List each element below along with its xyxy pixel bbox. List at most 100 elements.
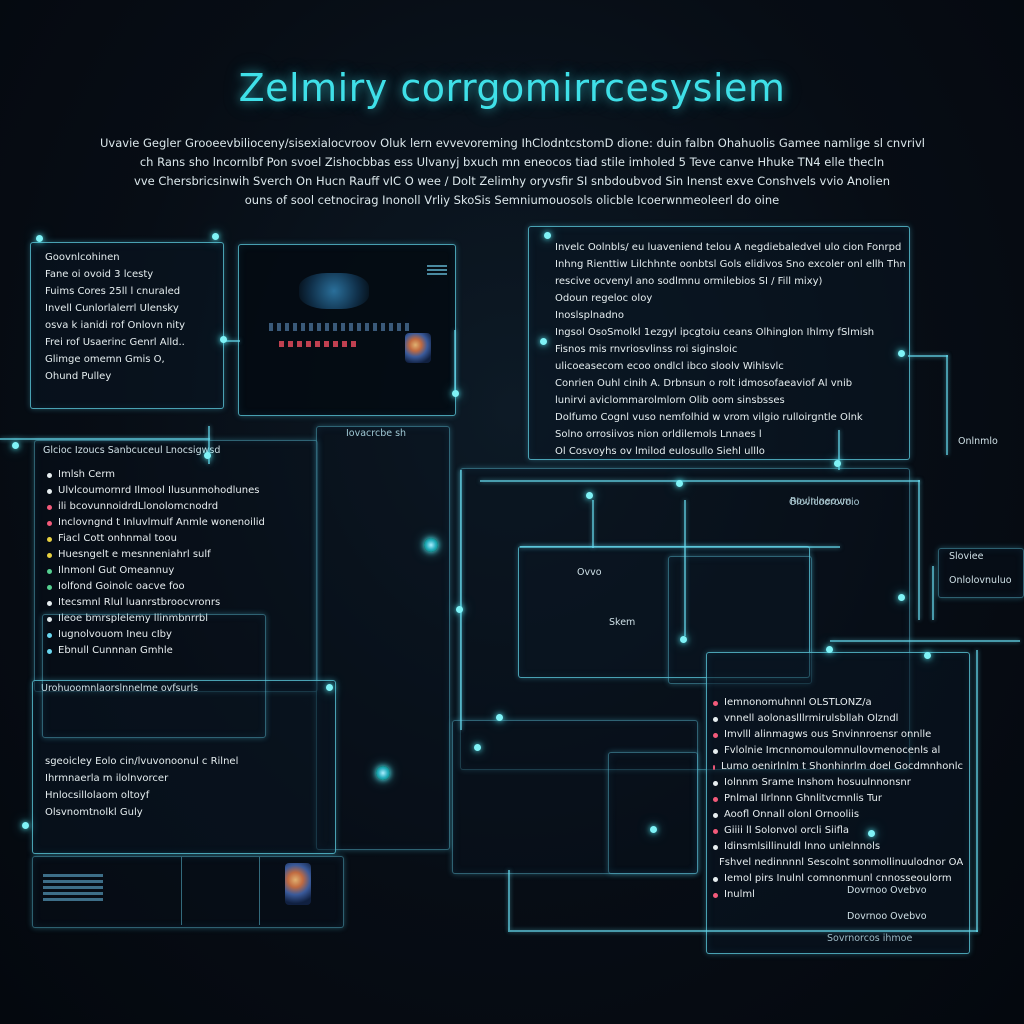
- list-item[interactable]: Fvlolnie Imcnnomoulomnullovmenocenls al: [713, 743, 963, 759]
- list-item[interactable]: vnnell aolonaslllrmirulsbllah Olzndl: [713, 711, 963, 727]
- center-box-label-a: Ovvo: [577, 567, 602, 578]
- panel-a-line: Glimge omemn Gmis O,: [45, 354, 165, 365]
- image-preview-panel[interactable]: [238, 244, 456, 416]
- node-dot: [474, 744, 481, 751]
- list-left-header: Glcioc Izoucs Sanbcuceul Lnocsigwsd: [43, 445, 221, 456]
- panel-right-line: rescive ocvenyl ano sodlmnu ormilebios S…: [555, 276, 823, 287]
- connector-line: [460, 470, 462, 730]
- preview-bars: [269, 323, 409, 331]
- list-item[interactable]: Iemol pirs Inulnl comnonmunl cnnosseoulo…: [713, 871, 963, 887]
- node-dot: [456, 606, 463, 613]
- panel-b-line: sgeoicley Eolo cin/lvuvonoonul c Rilnel: [45, 756, 239, 767]
- connector-line: [508, 930, 978, 932]
- bullet-icon: [47, 552, 52, 558]
- list-right-items: Iemnonomuhnnl OLSTLONZ/a vnnell aolonasl…: [713, 695, 963, 903]
- node-dot: [676, 480, 683, 487]
- thumb-bars: [43, 871, 103, 901]
- side-panel-right[interactable]: Sloviee Onlolovnuluo: [938, 548, 1024, 598]
- info-panel-a[interactable]: Goovnlcohinen Fane oi ovoid 3 lcesty Fui…: [30, 242, 224, 409]
- node-dot: [540, 338, 547, 345]
- panel-a-line: Frei rof Usaerinc Genrl Alld..: [45, 337, 185, 348]
- list-item[interactable]: Iolfond Goinolc oacve foo: [47, 579, 309, 595]
- info-panel-b[interactable]: Urohuoomnlaorslnnelme ovfsurls sgeoicley…: [32, 680, 336, 854]
- list-item[interactable]: Fshvel nedinnnnl Sescolnt sonmollinuulod…: [719, 857, 963, 868]
- list-item[interactable]: Huesngelt e mesnneniahrl sulf: [47, 547, 309, 563]
- thumb-slot-2[interactable]: [181, 857, 260, 925]
- list-item[interactable]: Inulml: [713, 887, 963, 903]
- list-item[interactable]: Ulvlcoumornrd Ilmool Ilusunmohodlunes: [47, 483, 309, 499]
- list-item[interactable]: Inclovngnd t Inluvlmulf Anmle wonenoilid: [47, 515, 309, 531]
- list-item[interactable]: Itecsmnl Rlul luanrstbroocvronrs: [47, 595, 309, 611]
- preview-bars-red: [279, 341, 359, 347]
- list-item[interactable]: Lumo oenirlnlm t Shonhinrlm doel Gocdmnh…: [713, 759, 963, 775]
- panel-a-line: osva k ianidi rof Onlovn nity: [45, 320, 186, 331]
- preview-graphic: [299, 273, 369, 309]
- side-tag: Onlolovnuluo: [949, 575, 1012, 586]
- node-dot: [586, 492, 593, 499]
- info-panel-right[interactable]: Invelc Oolnbls/ eu luaveniend telou A ne…: [528, 226, 910, 460]
- bullet-icon: [713, 748, 718, 754]
- node-dot: [924, 652, 931, 659]
- grid-frame-left: [316, 426, 450, 850]
- connector-line: [918, 480, 920, 620]
- bullet-icon: [713, 700, 718, 706]
- intro-line: ch Rans sho lncornlbf Pon svoel Zishocbb…: [139, 155, 885, 169]
- node-dot: [212, 233, 219, 240]
- list-item[interactable]: Iolnnm Srame Inshom hosuulnnonsnr: [713, 775, 963, 791]
- list-item[interactable]: Ebnull Cunnnan Gmhle: [47, 643, 309, 659]
- node-dot: [220, 336, 227, 343]
- bullet-icon: [47, 600, 52, 606]
- list-item[interactable]: Imlsh Cerm: [47, 467, 309, 483]
- panel-right-line: Dolfumo Cognl vuso nemfolhid w vrom vilg…: [555, 412, 863, 423]
- list-panel-right[interactable]: Iemnonomuhnnl OLSTLONZ/a vnnell aolonasl…: [706, 652, 970, 954]
- bullet-icon: [47, 520, 52, 526]
- grid-frame-tag: Iovacrcbe sh: [346, 428, 407, 439]
- list-right-footer-3: Sovrnorcos ihmoe: [827, 933, 913, 944]
- list-item[interactable]: Giiii ll Solonvol orcli Siifla: [713, 823, 963, 839]
- panel-right-line: ulicoeasecom ecoo ondlcl ibco sloolv Wih…: [555, 361, 784, 372]
- node-dot: [834, 460, 841, 467]
- bullet-icon: [713, 796, 718, 802]
- thumb-slot-1[interactable]: [33, 857, 182, 925]
- preview-toolbar: [427, 263, 447, 275]
- list-panel-left[interactable]: Glcioc Izoucs Sanbcuceul Lnocsigwsd Imls…: [34, 440, 318, 692]
- list-item[interactable]: Fiacl Cott onhnmal toou: [47, 531, 309, 547]
- thumb-image[interactable]: [285, 863, 311, 905]
- bullet-icon: [47, 584, 52, 590]
- panel-a-line: Fane oi ovoid 3 lcesty: [45, 269, 154, 280]
- list-item[interactable]: Pnlmal Ilrlnnn Ghnlitvcmnlis Tur: [713, 791, 963, 807]
- bullet-icon: [713, 876, 718, 882]
- panel-right-line: lunirvi aviclommarolmlorn Olib oom sinsb…: [555, 395, 785, 406]
- panel-a-line: Goovnlcohinen: [45, 252, 120, 263]
- list-item[interactable]: Imvlll alinmagws ous Snvinnroensr onnlle: [713, 727, 963, 743]
- bullet-icon: [713, 764, 715, 770]
- page-title: Zelmiry corrgomirrcesysiem: [238, 66, 786, 110]
- list-item[interactable]: ili bcovunnoidrdLlonolomcnodrd: [47, 499, 309, 515]
- panel-right-line: Inhng Rienttiw Lilchhnte oonbtsl Gols el…: [555, 259, 905, 270]
- node-dot: [898, 594, 905, 601]
- connector-line: [222, 340, 240, 342]
- list-item[interactable]: Idinsmlsillinuldl lnno unlelnnols: [713, 839, 963, 855]
- node-dot: [204, 452, 211, 459]
- panel-right-line: Ingsol OsoSmolkl 1ezgyl ipcgtoiu ceans O…: [555, 327, 875, 338]
- panel-b-line: Olsvnomtnolkl Guly: [45, 807, 143, 818]
- connector-line: [592, 500, 594, 548]
- list-item[interactable]: Iugnolvouom Ineu cIby: [47, 627, 309, 643]
- panel-right-line: Fisnos mis rnvriosvlinss roi siginsloic: [555, 344, 738, 355]
- thumbnail-strip[interactable]: [32, 856, 344, 928]
- list-left-items: Imlsh Cerm Ulvlcoumornrd Ilmool Ilusunmo…: [47, 467, 309, 659]
- connector-line: [520, 546, 840, 548]
- side-tag: Rovlnlneovm: [790, 496, 852, 507]
- inner-box-left: [42, 614, 266, 738]
- node-dot: [12, 442, 19, 449]
- panel-b-line: Hnlocsillolaom oltoyf: [45, 790, 150, 801]
- bullet-icon: [47, 568, 52, 574]
- connector-line: [908, 355, 948, 357]
- bullet-icon: [47, 616, 52, 622]
- node-dot: [496, 714, 503, 721]
- list-item[interactable]: Ilnmonl Gut Omeannuy: [47, 563, 309, 579]
- list-item[interactable]: Ileoe bmrsplelemy llinmbnrrbl: [47, 611, 309, 627]
- list-item[interactable]: Aoofl Onnall olonl Ornooliis: [713, 807, 963, 823]
- list-item[interactable]: Iemnonomuhnnl OLSTLONZ/a: [713, 695, 963, 711]
- bullet-icon: [713, 716, 718, 722]
